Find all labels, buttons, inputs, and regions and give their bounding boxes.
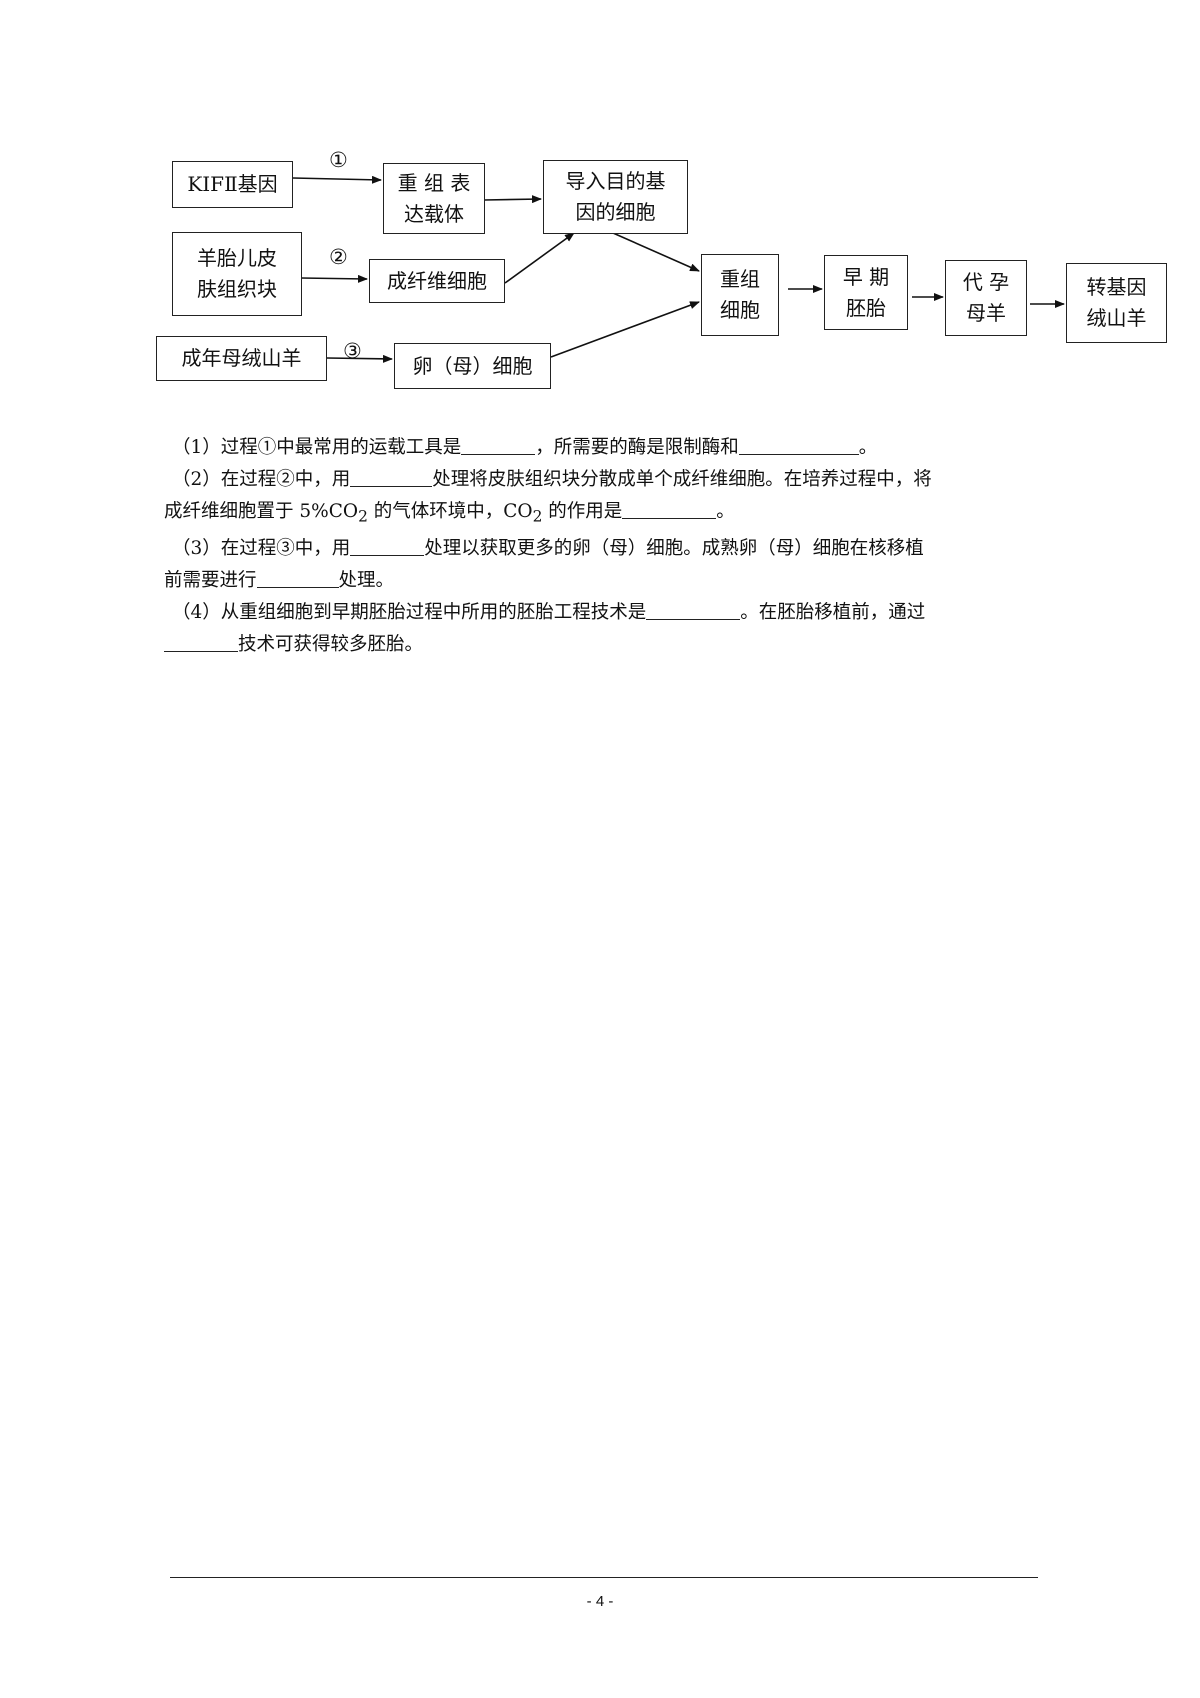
answer-blank[interactable] (164, 631, 238, 652)
arrow-target-to-recombinant (612, 232, 700, 272)
question-4-continued: 技术可获得较多胚胎。 (164, 629, 1040, 661)
node-recombinant-vector: 重 组 表 达载体 (383, 163, 485, 234)
node-transgenic-goat: 转基因 绒山羊 (1066, 263, 1167, 343)
answer-blank[interactable] (256, 567, 339, 588)
arrow-vector-to-target (483, 195, 542, 204)
answer-blank[interactable] (622, 498, 717, 519)
footer-divider (170, 1577, 1038, 1578)
question-list: （1）过程①中最常用的运载工具是，所需要的酶是限制酶和。 （2）在过程②中，用处… (164, 432, 1040, 661)
arrow-egg-to-recombinant (550, 301, 700, 358)
question-2: （2）在过程②中，用处理将皮肤组织块分散成单个成纤维细胞。在培养过程中，将 (172, 464, 1040, 496)
arrow-gene-to-vector (292, 175, 382, 184)
question-3: （3）在过程③中，用处理以获取更多的卵（母）细胞。成熟卵（母）细胞在核移植 (172, 533, 1040, 565)
question-4: （4）从重组细胞到早期胚胎过程中所用的胚胎工程技术是。在胚胎移植前，通过 (172, 597, 1040, 629)
node-kif-gene-text: KIFⅡ基因 (187, 172, 278, 196)
flow-arrows (292, 175, 1065, 363)
answer-blank[interactable] (350, 466, 433, 487)
node-adult-goat: 成年母绒山羊 (156, 336, 327, 381)
step-marker-1: ① (329, 148, 348, 172)
node-early-embryo: 早 期 胚胎 (824, 255, 908, 330)
answer-blank[interactable] (738, 434, 859, 455)
question-1: （1）过程①中最常用的运载工具是，所需要的酶是限制酶和。 (172, 432, 1040, 464)
arrow-skin-to-fibroblast (300, 274, 368, 283)
flow-diagram: KIFⅡ基因 重 组 表 达载体 导入目的基 因的细胞 羊胎儿皮 肤组织块 成纤… (0, 0, 1200, 420)
question-2-continued: 成纤维细胞置于 5%CO2 的气体环境中，CO2 的作用是。 (164, 496, 1040, 533)
answer-blank[interactable] (350, 535, 425, 556)
node-surrogate: 代 孕 母羊 (945, 260, 1027, 336)
step-marker-2: ② (329, 245, 348, 269)
node-fetal-skin: 羊胎儿皮 肤组织块 (172, 232, 302, 316)
arrow-goat-to-egg (326, 354, 393, 363)
step-marker-3: ③ (343, 339, 362, 363)
node-recombinant-cell: 重组 细胞 (701, 254, 779, 336)
answer-blank[interactable] (646, 599, 741, 620)
question-3-continued: 前需要进行处理。 (164, 565, 1040, 597)
node-egg-cell: 卵（母）细胞 (394, 343, 551, 389)
node-kif-gene: KIFⅡ基因 (172, 161, 293, 208)
answer-blank[interactable] (461, 434, 536, 455)
node-target-cell: 导入目的基 因的细胞 (543, 160, 688, 234)
arrow-fibroblast-to-target (504, 232, 575, 284)
node-fibroblast: 成纤维细胞 (369, 259, 505, 303)
page-number: - 4 - (586, 1593, 614, 1610)
